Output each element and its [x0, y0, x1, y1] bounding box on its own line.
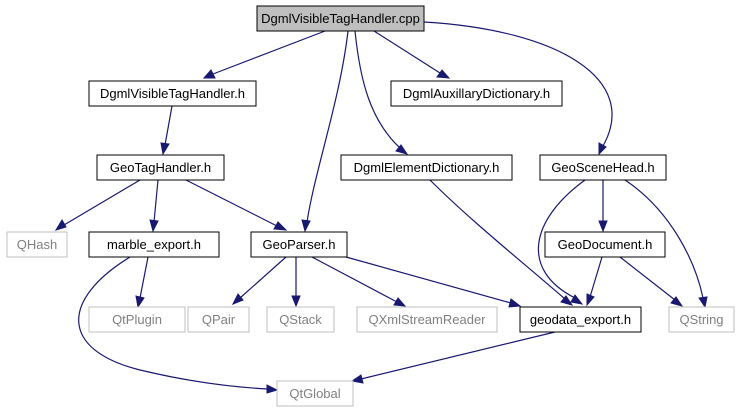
svg-text:DgmlElementDictionary.h: DgmlElementDictionary.h: [354, 160, 500, 175]
edge-scenehead-to-geodata: [537, 179, 586, 305]
node-root-file[interactable]: DgmlVisibleTagHandler.cpp: [256, 5, 425, 32]
svg-text:GeoTagHandler.h: GeoTagHandler.h: [110, 160, 211, 175]
edge-marble-export-to-qtglobal: [78, 256, 279, 394]
svg-text:DgmlAuxillaryDictionary.h: DgmlAuxillaryDictionary.h: [403, 86, 550, 101]
node-geo-tag-handler-h[interactable]: GeoTagHandler.h: [96, 154, 225, 181]
svg-text:DgmlVisibleTagHandler.h: DgmlVisibleTagHandler.h: [100, 86, 245, 101]
svg-text:marble_export.h: marble_export.h: [107, 237, 201, 252]
edge-geotag-to-marble-export: [149, 179, 159, 233]
node-qtplugin[interactable]: QtPlugin: [88, 306, 186, 333]
edge-root-to-elem-dict: [354, 30, 409, 155]
node-dgml-element-dictionary-h[interactable]: DgmlElementDictionary.h: [340, 154, 513, 181]
node-qxmlstreamreader[interactable]: QXmlStreamReader: [356, 306, 498, 333]
node-qstring[interactable]: QString: [668, 306, 735, 333]
edge-geotag-to-geoparser: [185, 179, 288, 231]
svg-text:GeoDocument.h: GeoDocument.h: [558, 237, 653, 252]
node-geodata-export-h[interactable]: geodata_export.h: [519, 306, 642, 333]
node-geo-scene-head-h[interactable]: GeoSceneHead.h: [539, 154, 667, 181]
edge-geoparser-to-qpair: [231, 256, 287, 305]
node-dgml-auxillary-dictionary-h[interactable]: DgmlAuxillaryDictionary.h: [390, 80, 563, 107]
edge-geodocument-to-qstring: [619, 256, 684, 307]
svg-text:QPair: QPair: [202, 312, 236, 327]
edge-scenehead-to-qstring: [624, 179, 708, 309]
svg-text:QXmlStreamReader: QXmlStreamReader: [368, 312, 486, 327]
svg-text:DgmlVisibleTagHandler.cpp: DgmlVisibleTagHandler.cpp: [261, 11, 420, 26]
node-geo-document-h[interactable]: GeoDocument.h: [544, 231, 666, 258]
graph-nodes: DgmlVisibleTagHandler.cpp DgmlVisibleTag…: [6, 5, 735, 407]
node-qpair[interactable]: QPair: [187, 306, 250, 333]
edge-elem-dict-to-geodata: [429, 179, 574, 306]
edge-root-to-scenehead: [423, 21, 613, 156]
edge-root-to-aux-dict: [373, 30, 451, 79]
node-geo-parser-h[interactable]: GeoParser.h: [250, 231, 348, 258]
svg-text:geodata_export.h: geodata_export.h: [530, 312, 631, 327]
edge-geoparser-to-qstack: [291, 257, 301, 308]
svg-text:QHash: QHash: [17, 237, 57, 252]
node-qtglobal[interactable]: QtGlobal: [276, 380, 354, 407]
svg-text:QtGlobal: QtGlobal: [289, 386, 340, 401]
graph-edges: [54, 21, 708, 394]
node-marble-export-h[interactable]: marble_export.h: [88, 231, 220, 258]
node-qstack[interactable]: QStack: [266, 306, 335, 333]
svg-text:GeoParser.h: GeoParser.h: [263, 237, 336, 252]
edge-root-to-visible-h: [202, 30, 326, 79]
edge-root-to-geoparser: [301, 30, 349, 233]
edge-geoparser-to-geodata: [345, 256, 522, 308]
edge-visible-h-to-geotag: [160, 105, 173, 156]
edge-geodata-to-qtglobal: [350, 331, 556, 384]
svg-text:QString: QString: [679, 312, 723, 327]
node-qhash[interactable]: QHash: [6, 231, 68, 258]
edge-geoparser-to-qxml: [311, 256, 407, 307]
edge-marble-export-to-qtplugin: [135, 256, 149, 309]
svg-text:QStack: QStack: [279, 312, 322, 327]
edge-geodocument-to-geodata: [586, 256, 603, 307]
edge-geotag-to-qhash: [54, 179, 141, 231]
node-dgml-visible-tag-handler-h[interactable]: DgmlVisibleTagHandler.h: [88, 80, 257, 107]
svg-text:GeoSceneHead.h: GeoSceneHead.h: [551, 160, 654, 175]
edge-scenehead-to-geodocument: [598, 180, 608, 233]
svg-text:QtPlugin: QtPlugin: [112, 312, 162, 327]
